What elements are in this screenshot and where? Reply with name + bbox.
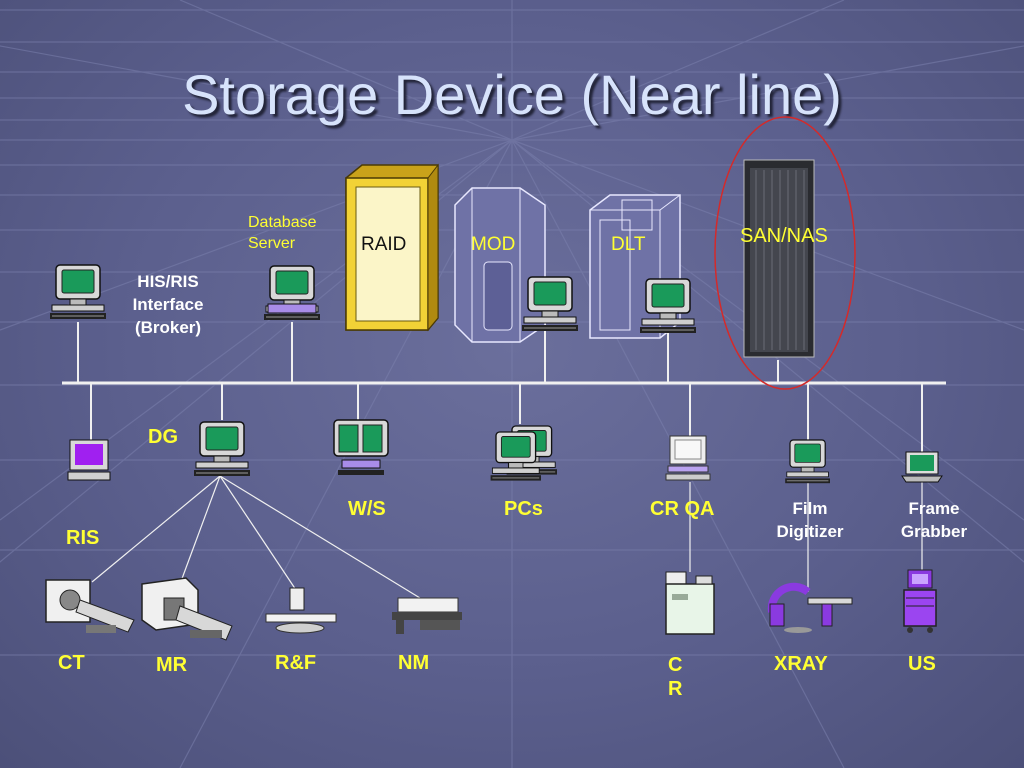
us-label: US [908,653,936,675]
monitor-icon [49,264,107,320]
monitor-icon [665,435,711,481]
san-nas-label: SAN/NAS [740,225,828,247]
cr-label-line: R [668,678,683,700]
monitor-icon [901,451,943,483]
rf-table-icon [265,587,337,634]
mr-label: MR [156,654,188,676]
frame-grabber-label: Frame Grabber [882,497,986,543]
monitor-icon [489,425,558,482]
database-server-label-line: Server [248,235,296,252]
modality-links [91,475,923,599]
xray-unit-icon [767,582,853,633]
broker-label: HIS/RIS Interface (Broker) [118,270,218,339]
film-digitizer-label-line: Digitizer [776,522,844,541]
frame-grabber-label-line: Frame [908,499,960,518]
page-title: Storage Device (Near line) [182,63,842,126]
film-digitizer-label-line: Film [792,499,828,518]
monitor-icon [639,278,697,334]
pcs-label: PCs [504,498,543,520]
nm-label: NM [398,652,430,674]
broker-label-line: HIS/RIS [137,272,199,291]
raid-label: RAID [361,234,407,255]
ws-label: W/S [348,498,386,520]
monitor-icon [263,265,321,321]
broker-label-line: Interface [132,295,204,314]
monitor-icon [67,439,111,481]
raid-cabinet-icon [345,163,439,332]
film-digitizer-label: Film Digitizer [758,497,862,543]
monitor-icon [521,276,579,332]
ct-scanner-icon [45,579,135,633]
xray-label: XRAY [774,653,828,675]
mod-jukebox-icon [454,187,546,343]
broker-label-line: (Broker) [134,318,202,337]
monitor-icon [193,421,251,477]
highlight-ellipse [714,116,856,390]
monitor-icon [333,419,389,475]
dlt-label: DLT [611,234,646,255]
ultrasound-cart-icon [903,569,937,633]
database-server-label-line: Database [248,214,317,231]
mr-scanner-icon [141,577,233,641]
cr-label-line: C [668,654,683,676]
mod-label: MOD [471,234,516,255]
frame-grabber-label-line: Grabber [900,522,968,541]
san-rack-icon [743,159,815,358]
cr-reader-icon [665,571,715,635]
monitor-icon [784,439,831,484]
cr-qa-label: CR QA [650,498,715,520]
database-server-label: Database Server [248,212,317,254]
cr-label: C R [668,653,682,701]
dg-label: DG [148,426,178,448]
ct-label: CT [58,652,85,674]
ris-label: RIS [66,527,100,549]
nm-camera-icon [392,597,462,634]
rf-label: R&F [275,652,317,674]
